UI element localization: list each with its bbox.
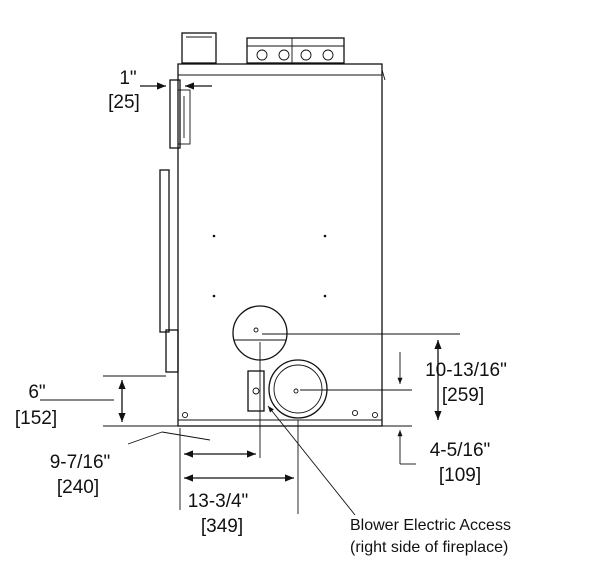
lower-collar-height-metric: [109] [439,465,481,486]
lower-collar-offset-dimension: 13-3/4" [349] [184,420,299,537]
bottom-clearance-dimension: 6" [152] [15,375,178,429]
side-mounting-flange [159,79,191,373]
lower-collar-height-imperial: 4-5/16" [430,440,491,461]
lower-collar-height-dimension: 4-5/16" [109] [300,389,491,486]
top-vent-stub [181,32,217,64]
upper-collar-height-dimension: 10-13/16" [259] [262,333,507,420]
upper-collar-height-imperial: 10-13/16" [425,360,507,381]
upper-collar-offset-dimension: 9-7/16" [240] [50,342,261,510]
upper-collar-height-metric: [259] [442,385,484,406]
top-terminal-block [246,37,345,64]
lower-collar-offset-imperial: 13-3/4" [188,491,249,512]
side-offset-dimension: 1" [25] [108,68,212,113]
bottom-clearance-metric: [152] [15,408,57,429]
upper-collar-offset-imperial: 9-7/16" [50,452,111,473]
bottom-clearance-imperial: 6" [28,382,45,403]
blower-access-callout: Blower Electric Access (right side of fi… [267,405,511,556]
blower-electric-access-panel [247,370,265,412]
upper-collar-offset-metric: [240] [57,477,99,498]
side-offset-metric: [25] [108,92,140,113]
fireplace-body-outline [177,63,386,427]
lower-flue-collar [268,359,328,419]
side-offset-imperial: 1" [119,68,136,89]
floor-reference-mark [127,431,211,445]
callout-line-2: (right side of fireplace) [350,539,508,556]
lower-collar-offset-metric: [349] [201,516,243,537]
callout-line-1: Blower Electric Access [350,517,511,534]
